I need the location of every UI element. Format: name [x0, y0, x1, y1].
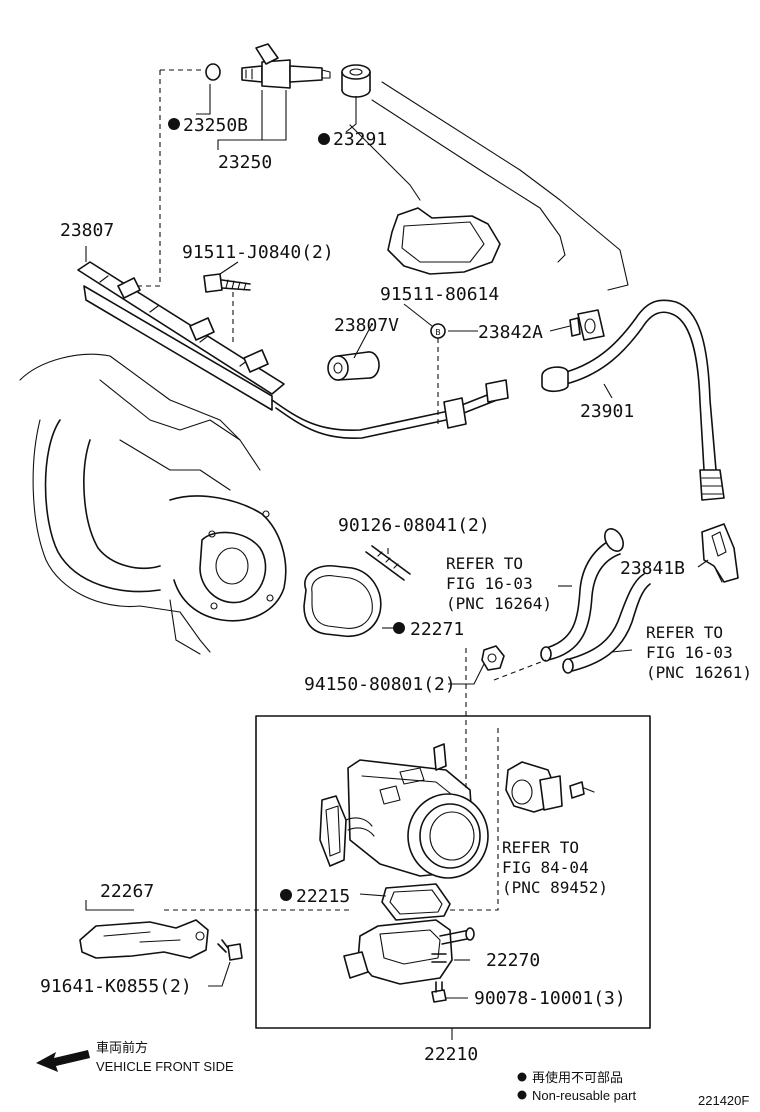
fuel-delivery-pipe-drawing: [77, 261, 509, 439]
callout-22270[interactable]: 22270: [486, 950, 540, 971]
clamp-drawing: [569, 309, 605, 341]
bolt-drawing: [203, 273, 251, 293]
non-reusable-markers: [168, 118, 405, 901]
bracket-drawing: [79, 919, 209, 959]
reference-notes: REFER TO FIG 16-03 (PNC 16264) REFER TO …: [446, 554, 752, 897]
reference-line: (PNC 16264): [446, 594, 552, 613]
reference-line: REFER TO: [502, 838, 579, 857]
callout-labels: 23250B 23250 23291 23807 91511-J0840(2) …: [40, 115, 685, 1065]
callout-23807[interactable]: 23807: [60, 220, 114, 241]
callout-23250[interactable]: 23250: [218, 152, 272, 173]
reference-line: FIG 16-03: [646, 643, 733, 662]
nut-drawing: [481, 645, 505, 671]
leader-lines: [85, 69, 709, 1040]
washer-drawing: B: [430, 323, 446, 339]
legend-en: Non-reusable part: [532, 1088, 636, 1103]
non-reusable-dot: [393, 622, 405, 634]
svg-text:B: B: [435, 328, 441, 337]
throttle-body-drawing: [319, 743, 489, 879]
callout-23901[interactable]: 23901: [580, 401, 634, 422]
callout-22271[interactable]: 22271: [410, 619, 464, 640]
callout-91641-k0855[interactable]: 91641-K0855(2): [40, 976, 192, 997]
callout-90126-08041[interactable]: 90126-08041(2): [338, 515, 490, 536]
callout-91511-80614[interactable]: 91511-80614: [380, 284, 499, 305]
engine-block-drawing: [19, 353, 287, 655]
legend-dot-icon: [517, 1072, 527, 1082]
o-ring-drawing: [205, 63, 221, 81]
non-reusable-dot: [168, 118, 180, 130]
reference-line: (PNC 89452): [502, 878, 608, 897]
stud-bolt-drawing: [365, 545, 411, 581]
insulator-drawing: [341, 64, 371, 98]
figure-id: 221420F: [698, 1093, 749, 1108]
direction-en: VEHICLE FRONT SIDE: [96, 1059, 234, 1074]
callout-23841b[interactable]: 23841B: [620, 558, 685, 579]
bracket-bolt-drawing: [217, 939, 243, 961]
engine-cover-outline: [349, 81, 629, 291]
fuel-hose-drawing: [541, 299, 725, 501]
reference-note-16261[interactable]: REFER TO FIG 16-03 (PNC 16261): [646, 623, 752, 682]
callout-22215[interactable]: 22215: [296, 886, 350, 907]
reference-line: FIG 16-03: [446, 574, 533, 593]
callout-91511-j0840[interactable]: 91511-J0840(2): [182, 242, 334, 263]
direction-jp: 車両前方: [96, 1040, 148, 1055]
vehicle-front-indicator: 車両前方 VEHICLE FRONT SIDE: [36, 1040, 234, 1074]
callout-23291[interactable]: 23291: [333, 129, 387, 150]
legend-jp: 再使用不可部品: [532, 1070, 623, 1085]
clip-drawing: [701, 523, 739, 583]
fuel-injector-drawing: [241, 43, 331, 89]
non-reusable-dot: [280, 889, 292, 901]
reference-line: FIG 84-04: [502, 858, 589, 877]
small-bolt-drawing: [431, 981, 447, 1003]
callout-22267[interactable]: 22267: [100, 881, 154, 902]
throttle-gasket-drawing: [381, 883, 451, 921]
throttle-sensor-drawing: [505, 761, 595, 813]
assembly-box: [255, 715, 651, 1029]
gasket-drawing: [303, 565, 382, 637]
reference-line: (PNC 16261): [646, 663, 752, 682]
callout-22210[interactable]: 22210: [424, 1044, 478, 1065]
callout-23842a[interactable]: 23842A: [478, 322, 543, 343]
idle-air-control-drawing: [343, 919, 475, 985]
front-arrow-icon: [36, 1050, 90, 1072]
legend: 再使用不可部品 Non-reusable part: [517, 1070, 636, 1103]
callout-94150-80801[interactable]: 94150-80801(2): [304, 674, 456, 695]
spacer-drawing: [327, 351, 380, 381]
reference-line: REFER TO: [446, 554, 523, 573]
reference-line: REFER TO: [646, 623, 723, 642]
callout-23250b[interactable]: 23250B: [183, 115, 248, 136]
reference-note-89452[interactable]: REFER TO FIG 84-04 (PNC 89452): [502, 838, 608, 897]
callout-90078-10001[interactable]: 90078-10001(3): [474, 988, 626, 1009]
non-reusable-dot: [318, 133, 330, 145]
callout-23807v[interactable]: 23807V: [334, 315, 399, 336]
bypass-hoses-drawing: [540, 528, 651, 674]
reference-note-16264[interactable]: REFER TO FIG 16-03 (PNC 16264): [446, 554, 552, 613]
legend-dot-icon: [517, 1090, 527, 1100]
